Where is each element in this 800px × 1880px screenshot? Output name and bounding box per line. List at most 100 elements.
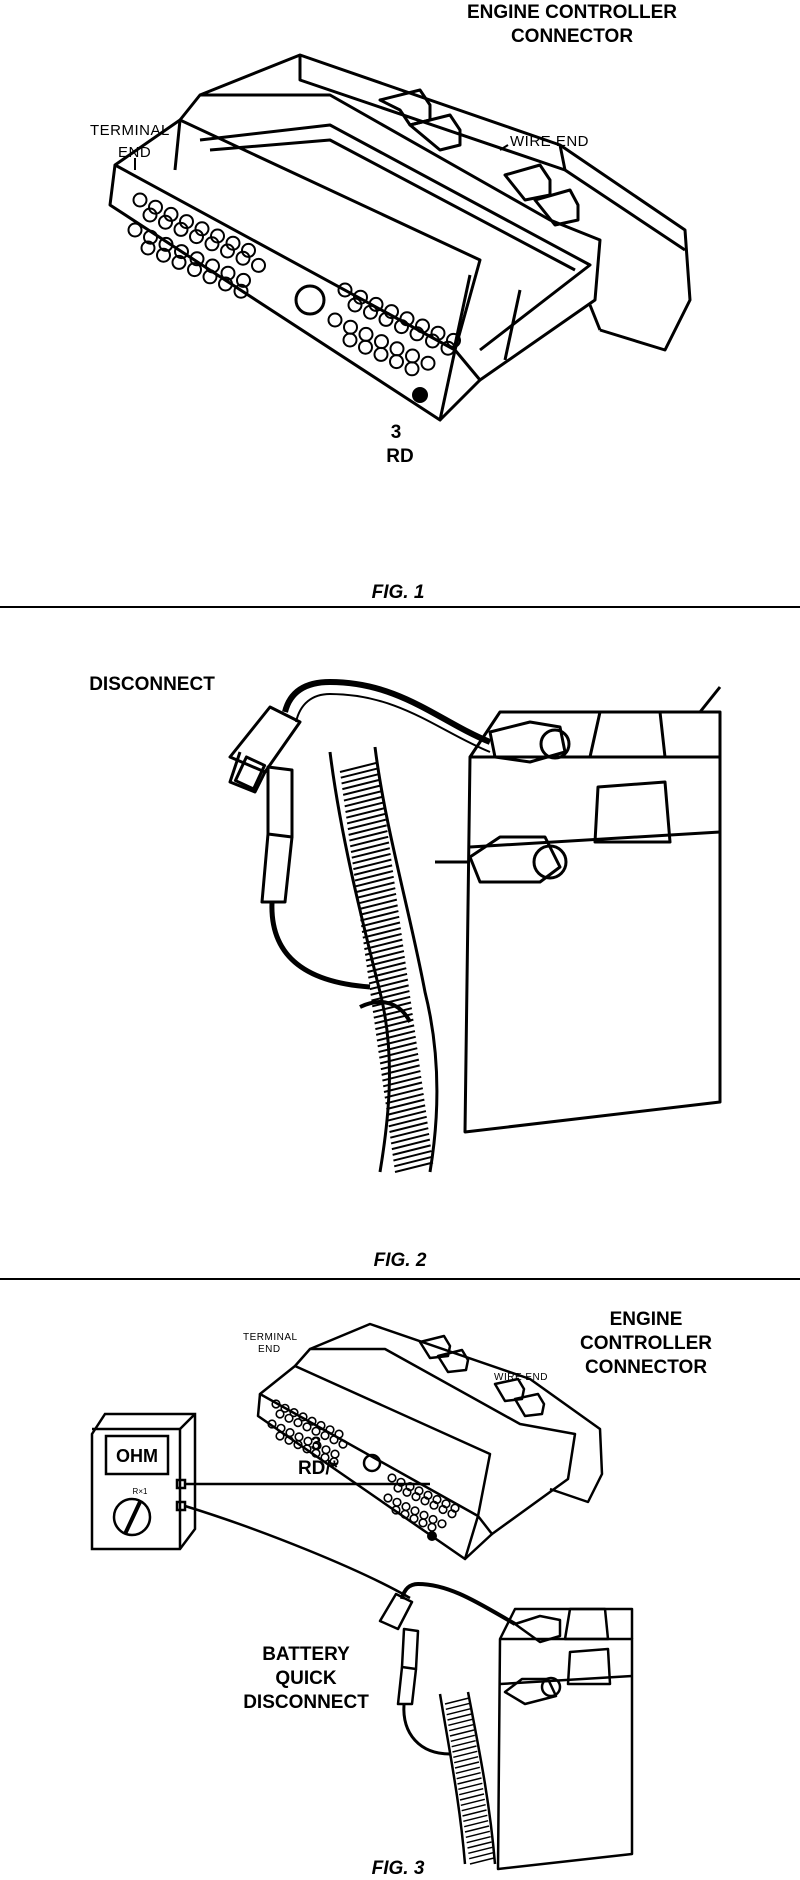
connector-pin [378, 311, 394, 327]
connector-pin [267, 1419, 277, 1429]
ohmmeter-test-diagram: TERMINAL END WIRE END ENGINE CONTROLLER … [90, 1309, 712, 1879]
connector-pin [389, 354, 404, 370]
connector-pin [394, 319, 409, 335]
connector-pin [189, 229, 204, 245]
connector-pin [429, 1500, 439, 1510]
connector-pin [374, 334, 389, 350]
terminal-end-label-line-1: TERMINAL [243, 1332, 298, 1343]
title-line-1: ENGINE CONTROLLER [467, 2, 677, 23]
connector-pin [358, 339, 373, 355]
connector-pin [251, 257, 266, 273]
connector-pin [400, 1509, 410, 1519]
divider-1 [0, 606, 800, 608]
terminal-end-label-line-2: END [258, 1344, 281, 1355]
connector-pin [156, 247, 171, 263]
connector-pin [373, 346, 389, 362]
connector-pin [327, 312, 343, 328]
divider-2 [0, 1278, 800, 1280]
connector-pin [284, 1413, 294, 1423]
pin-color-label: RD [386, 446, 413, 467]
ohmmeter [90, 1412, 197, 1551]
connector-pin [358, 326, 374, 342]
connector-pin [280, 1403, 290, 1413]
connector-pin [307, 1416, 317, 1426]
connector-pin [343, 319, 358, 335]
pin-3-highlight [412, 387, 428, 403]
connector-pin [293, 1440, 303, 1450]
connector-pin [311, 1448, 321, 1458]
connector-pin [320, 1430, 330, 1441]
connector-pin [389, 341, 405, 357]
connector-pin [127, 222, 143, 238]
connector-pin [316, 1420, 326, 1431]
pin-number-label: 3 [311, 1434, 322, 1455]
terminal-end-label-line-2: END [118, 144, 151, 161]
connector-pin [402, 1487, 412, 1497]
connector-pin [440, 340, 456, 356]
connector-pin [392, 1497, 402, 1507]
disconnect-label: DISCONNECT [89, 674, 215, 695]
connector-pin [419, 1510, 429, 1520]
connector-pin [410, 1506, 420, 1516]
connector-pin [405, 348, 420, 364]
connector-diagram-1: ENGINE CONTROLLER CONNECTOR TERMINAL END… [90, 2, 692, 600]
connector-pin [338, 1439, 348, 1449]
connector-pin [302, 1422, 312, 1432]
pin-number-label: 3 [391, 422, 402, 443]
connector-pin [293, 1418, 303, 1428]
connector-pin [438, 1504, 448, 1515]
figure-1: ENGINE CONTROLLER CONNECTOR TERMINAL END… [0, 0, 800, 600]
connector-pin [285, 1428, 295, 1438]
connector-pin [387, 1473, 397, 1483]
connector-pin [321, 1445, 331, 1455]
connector-pin [342, 332, 358, 348]
connector-pin [218, 276, 233, 292]
connector-pin [383, 1493, 393, 1503]
connector-pin [284, 1435, 294, 1445]
battery-label-line-1: BATTERY [262, 1644, 350, 1665]
figure-3: TERMINAL END WIRE END ENGINE CONTROLLER … [0, 1284, 800, 1880]
connector-pin [271, 1399, 281, 1409]
connector-pin [171, 254, 187, 270]
figure-3-caption: FIG. 3 [372, 1858, 425, 1879]
connector-pin [235, 250, 251, 266]
title-line-2: CONNECTOR [511, 26, 633, 47]
connector-pin [401, 1502, 411, 1512]
connector-pin [173, 221, 189, 237]
connector-pin [427, 1522, 437, 1532]
connector-pin [325, 1425, 335, 1435]
connector-pin [418, 1518, 428, 1528]
connector-pin [205, 258, 220, 274]
connector-pin [142, 207, 158, 223]
connector-pin [158, 214, 173, 230]
connector-pin [330, 1449, 340, 1459]
wire-end-label: WIRE END [510, 133, 589, 150]
connector-pin [202, 269, 218, 285]
connector-pin [158, 236, 174, 252]
connector-pin [329, 1435, 339, 1445]
connector-pin [329, 1457, 339, 1467]
connector-pin [143, 229, 158, 245]
connector-pin [337, 282, 353, 298]
connector-pin [334, 1429, 344, 1439]
connector-pin [420, 355, 436, 371]
connector-pin [347, 297, 363, 313]
connector-pin [311, 1426, 321, 1436]
connector-pin [233, 283, 249, 299]
title-line-3: CONNECTOR [585, 1357, 707, 1378]
connector-pin [391, 1505, 401, 1515]
connector-pin [275, 1409, 285, 1419]
connector-pin [428, 1514, 438, 1525]
connector-pin [420, 1496, 430, 1506]
connector-pin [220, 265, 236, 281]
pin-color-label: RD/* [298, 1458, 339, 1479]
title-line-1: ENGINE [610, 1309, 683, 1330]
meter-range: R×1 [133, 1487, 148, 1496]
pin-array [127, 192, 461, 377]
battery-label-line-2: QUICK [275, 1668, 337, 1689]
connector-pin [320, 1452, 330, 1463]
connector-pin [220, 243, 235, 259]
connector-pin [302, 1444, 312, 1454]
connector-pin [140, 240, 156, 256]
connector-pin [437, 1519, 447, 1529]
